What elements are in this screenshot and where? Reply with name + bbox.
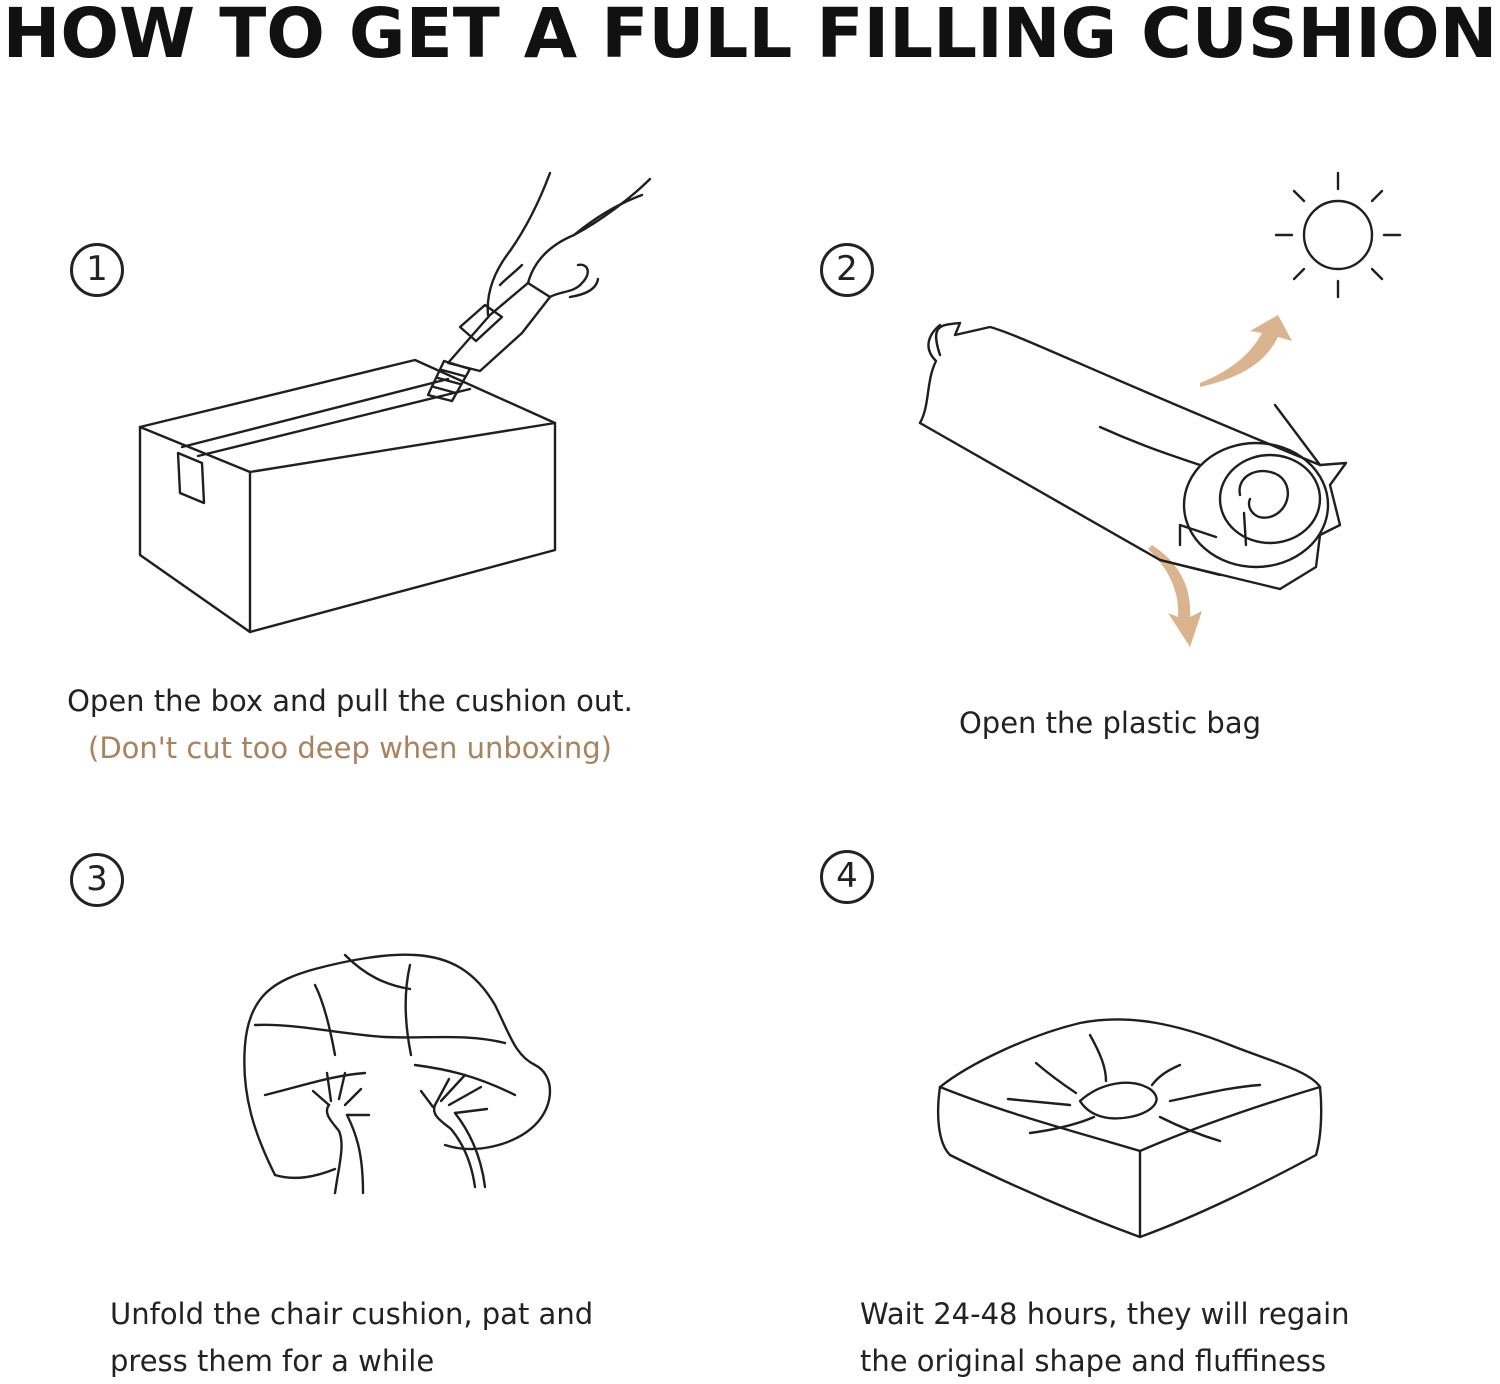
box-cutter-icon [138, 171, 652, 634]
step-3-caption-line2: press them for a while [110, 1344, 435, 1378]
step-2-caption: Open the plastic bag [958, 706, 1261, 740]
rolled-cushion-sun-icon [918, 171, 1402, 647]
step-2-number: 2 [820, 243, 874, 297]
hands-patting-cushion-icon [243, 953, 552, 1195]
step-3-caption-line1: Unfold the chair cushion, pat and [110, 1297, 594, 1331]
fluffy-cushion-icon [936, 1018, 1323, 1239]
step-1-note: (Don't cut too deep when unboxing) [88, 731, 612, 765]
step-4-number: 4 [820, 850, 874, 904]
step-3-number: 3 [70, 853, 124, 907]
step-1-caption: Open the box and pull the cushion out. [67, 684, 633, 718]
step-4-caption-line2: the original shape and fluffiness [860, 1344, 1327, 1378]
step-1-number: 1 [70, 243, 124, 297]
step-4-caption-line1: Wait 24-48 hours, they will regain [860, 1297, 1350, 1331]
page-title: HOW TO GET A FULL FILLING CUSHION [2, 0, 1498, 74]
